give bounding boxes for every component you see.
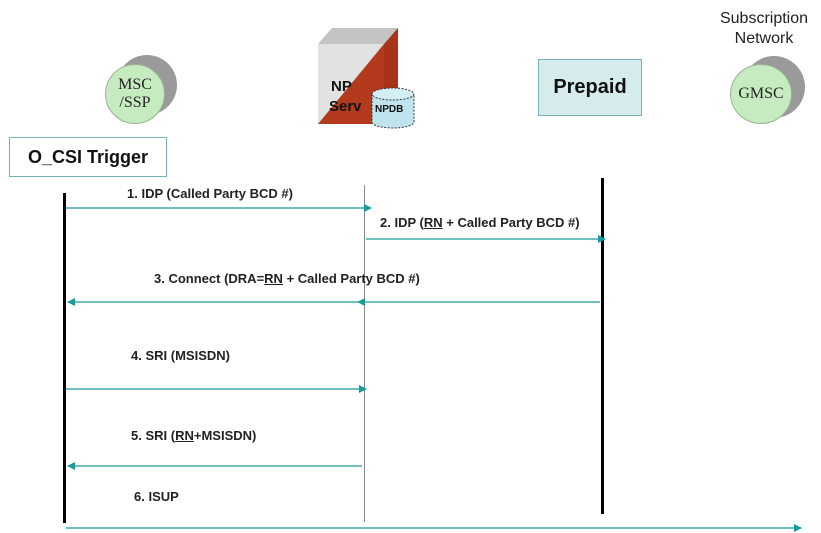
message-label-6: 6. ISUP	[134, 489, 179, 504]
message-num: 3.	[154, 271, 165, 286]
message-text-rn: RN	[175, 428, 194, 443]
message-text: ISUP	[148, 489, 179, 504]
message-num: 1.	[127, 186, 138, 201]
np-server-lifeline	[364, 185, 365, 522]
message-text-pre: IDP (	[394, 215, 424, 230]
o-csi-trigger-box: O_CSI Trigger	[9, 137, 167, 177]
message-label-4: 4. SRI (MSISDN)	[131, 348, 230, 363]
message-num: 2.	[380, 215, 391, 230]
msc-circle: MSC /SSP	[105, 64, 165, 124]
caption-line-1: Subscription	[719, 10, 809, 27]
message-text-rn: RN	[423, 215, 443, 230]
np-server-label-np: NP	[331, 78, 352, 95]
npdb-label: NPDB	[375, 104, 404, 115]
msc-lifeline	[63, 193, 66, 523]
message-label-3: 3. Connect (DRA=RN + Called Party BCD #)	[154, 271, 420, 286]
message-text-rn: RN	[264, 271, 283, 286]
message-label-5: 5. SRI (RN+MSISDN)	[131, 428, 256, 443]
message-num: 4.	[131, 348, 142, 363]
msc-label-line2: /SSP	[119, 94, 151, 111]
message-text-post: +MSISDN)	[193, 428, 257, 443]
server-cube-icon	[318, 28, 398, 124]
npdb-database-icon	[371, 87, 415, 129]
prepaid-node: Prepaid	[538, 59, 642, 116]
message-label-1: 1. IDP (Called Party BCD #)	[127, 186, 293, 201]
msc-label-line1: MSC	[118, 76, 152, 93]
message-num: 6.	[134, 489, 145, 504]
message-num: 5.	[131, 428, 142, 443]
prepaid-lifeline	[601, 178, 604, 514]
subscription-network-caption: Subscription Network	[700, 9, 821, 49]
message-text: IDP (Called Party BCD #)	[141, 186, 293, 201]
message-text-post: + Called Party BCD #)	[442, 215, 580, 230]
gmsc-circle: GMSC	[730, 64, 792, 124]
message-text-pre: SRI (	[145, 428, 176, 443]
gmsc-label: GMSC	[738, 85, 784, 102]
caption-line-2: Network	[734, 30, 794, 47]
np-server-label-serv: Serv	[329, 98, 362, 115]
message-text: SRI (MSISDN)	[145, 348, 230, 363]
message-text-pre: Connect (DRA=	[168, 271, 265, 286]
message-text-post: + Called Party BCD #)	[282, 271, 420, 286]
message-label-2: 2. IDP (RN + Called Party BCD #)	[380, 215, 580, 230]
